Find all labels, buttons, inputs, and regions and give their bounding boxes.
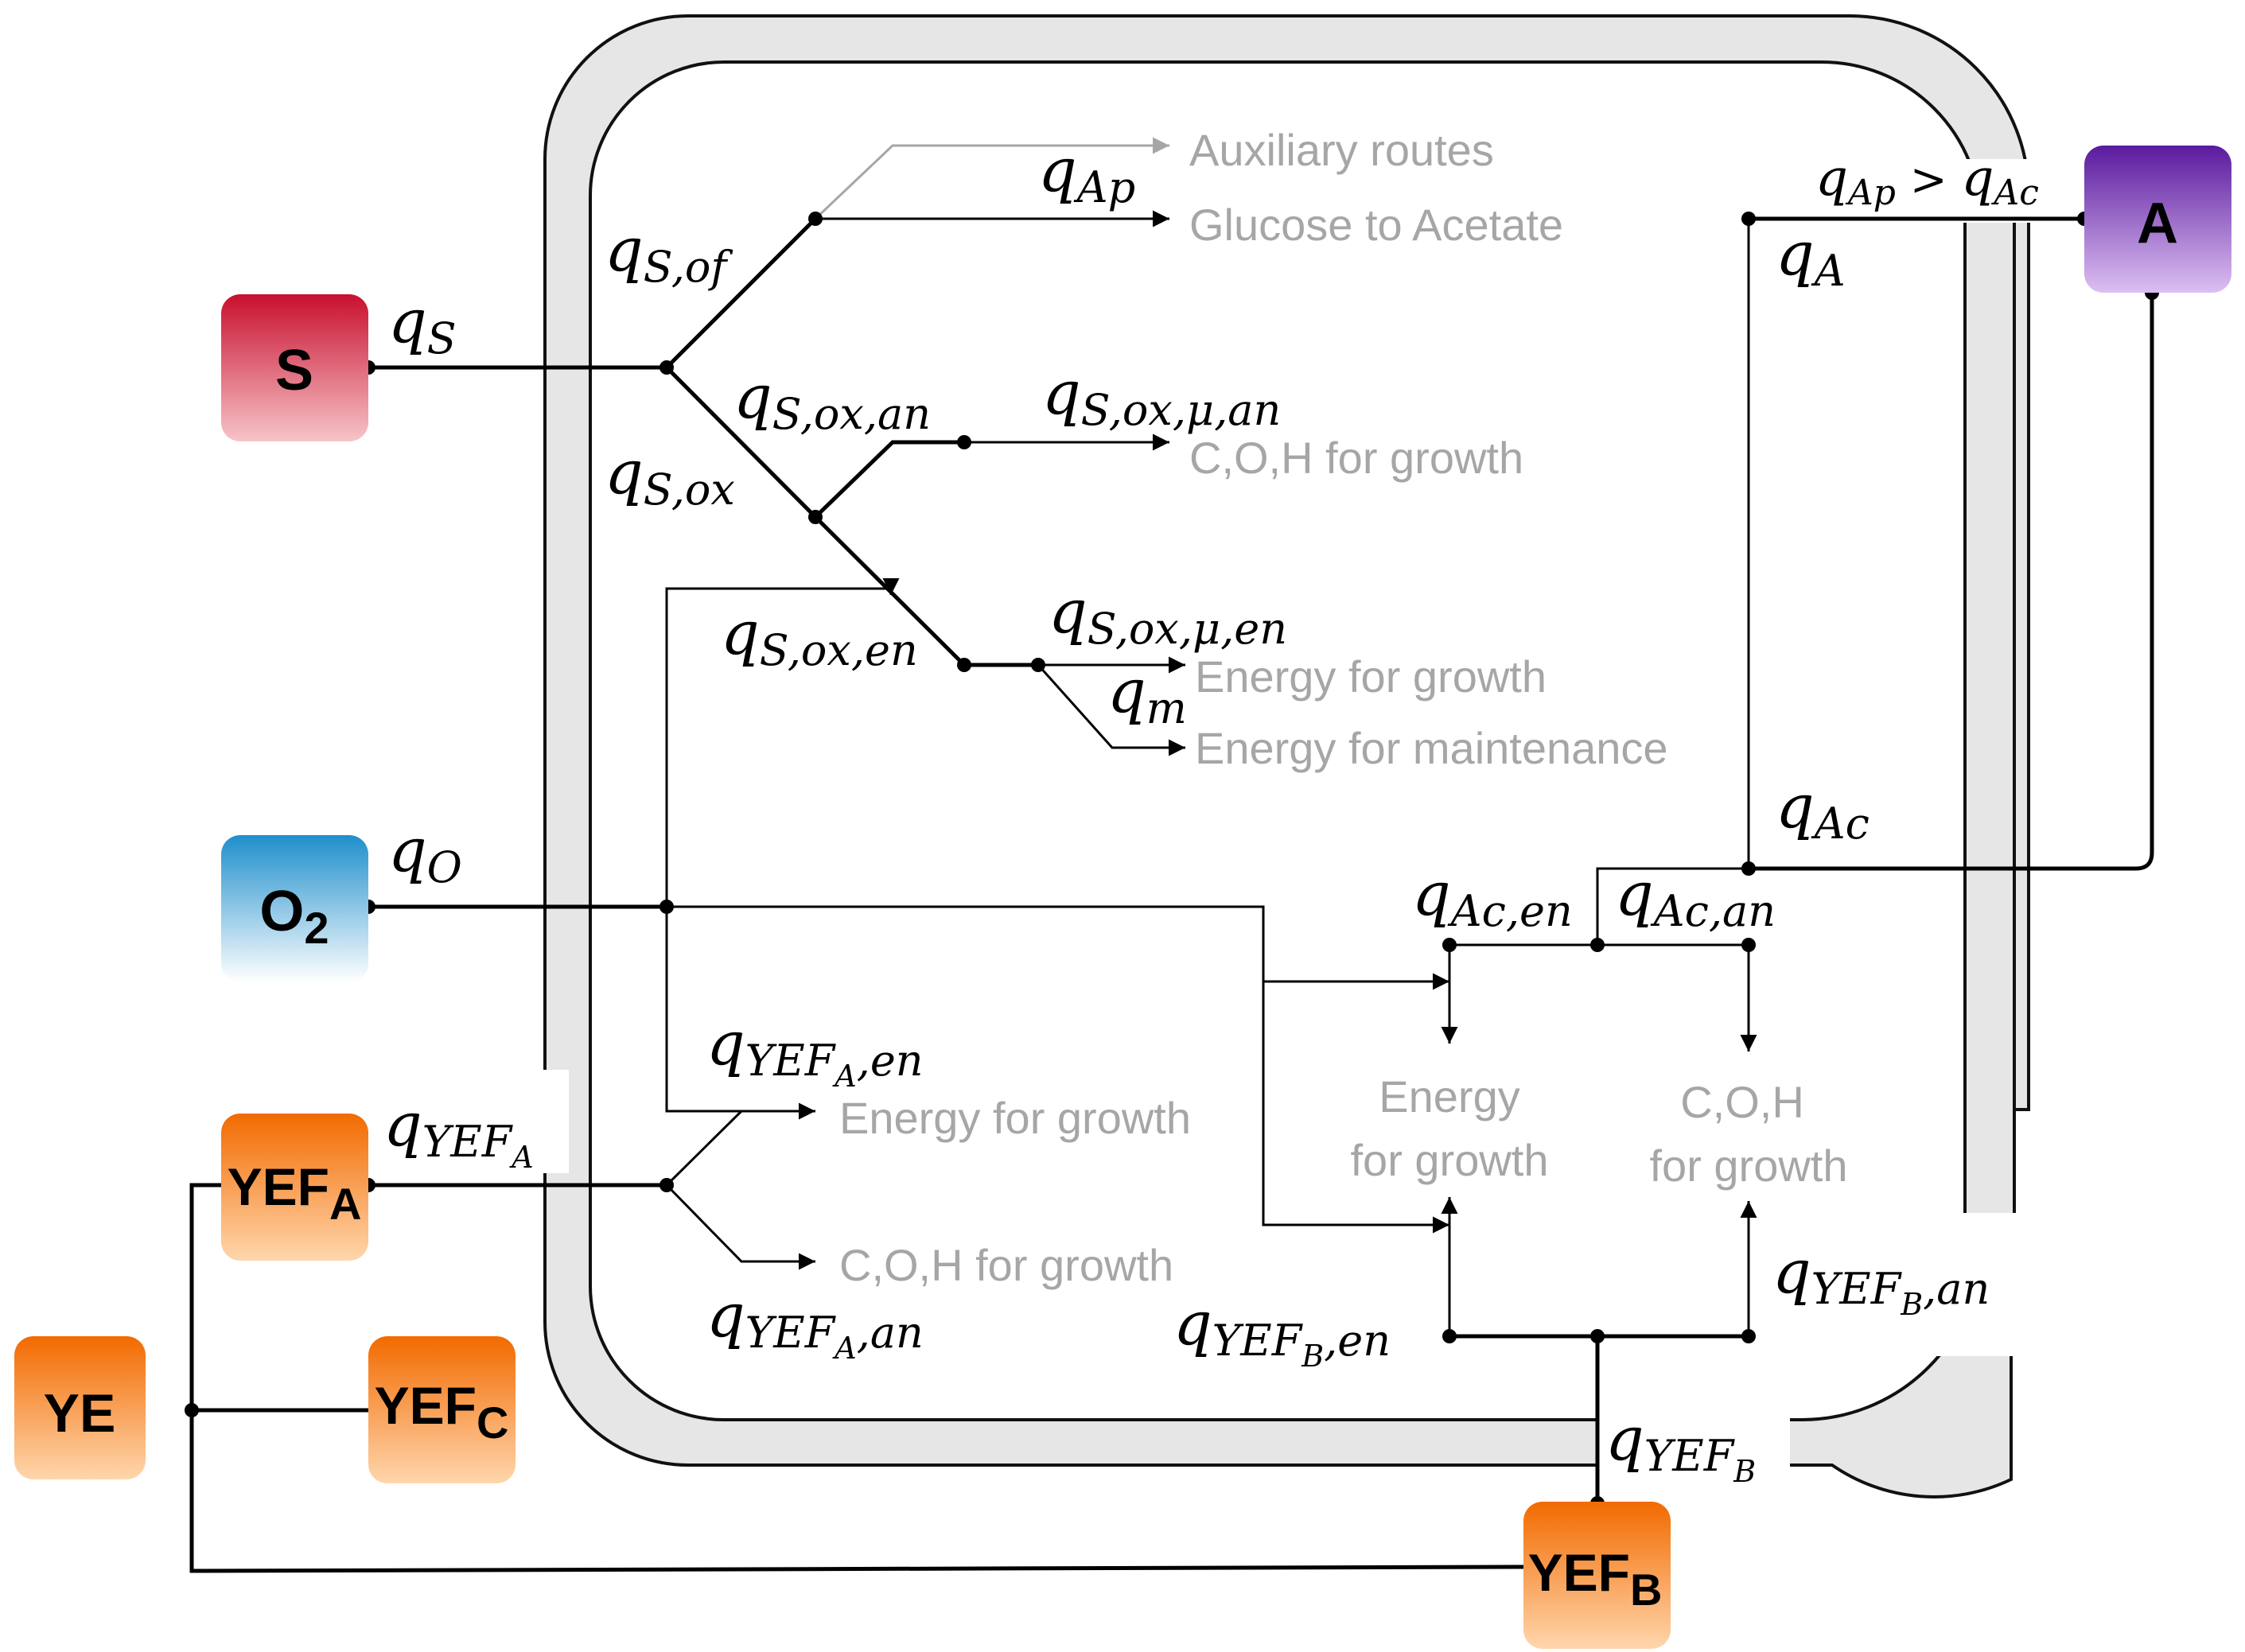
label-energy-growth-3-line2: for growth xyxy=(1351,1135,1549,1185)
rate-qsoxmuan: qS,ox,μ,an xyxy=(1042,357,1281,435)
label-glucose-acetate: Glucose to Acetate xyxy=(1189,200,1563,250)
label-coh-growth-3-line2: for growth xyxy=(1650,1141,1848,1191)
rate-qacan: qAc,an xyxy=(1615,858,1776,936)
svg-text:O2: O2 xyxy=(259,880,329,953)
line-qsox xyxy=(665,366,817,519)
line-qac-to-a xyxy=(1749,293,2154,871)
svg-text:YEFA: YEFA xyxy=(228,1157,362,1229)
arrow-auxiliary xyxy=(814,137,1169,220)
rate-qyefa: qYEFA xyxy=(383,1089,534,1175)
rate-qsoxen: qS,ox,en xyxy=(721,597,918,675)
label-mask-qap-qac xyxy=(1814,159,2045,223)
destination-labels: Auxiliary routes Glucose to Acetate C,O,… xyxy=(839,125,1848,1290)
rate-qacen: qAc,en xyxy=(1412,858,1573,936)
node-o2: O2 xyxy=(221,835,368,982)
line-qac-split xyxy=(1596,867,1749,945)
svg-text:YE: YE xyxy=(44,1383,116,1444)
rate-qyefben: qYEFB,en xyxy=(1173,1288,1391,1374)
auxiliary-line-group xyxy=(814,137,1169,220)
svg-text:S: S xyxy=(275,339,313,402)
line-qsof xyxy=(665,217,817,369)
label-energy-growth-1: Energy for growth xyxy=(1195,651,1547,702)
node-yefc: YEFC xyxy=(368,1336,516,1483)
label-coh-growth-3-line1: C,O,H xyxy=(1680,1077,1804,1127)
label-energy-maintenance: Energy for maintenance xyxy=(1195,723,1668,773)
arrow-o2-to-en xyxy=(665,578,900,907)
rate-qsof: qS,of xyxy=(605,214,733,292)
svg-text:A: A xyxy=(2137,192,2178,255)
rate-qa: qA xyxy=(1776,218,1846,296)
rate-qm: qm xyxy=(1107,655,1187,733)
label-energy-growth-3-line1: Energy xyxy=(1379,1071,1519,1121)
rate-qyefban: qYEFB,an xyxy=(1772,1236,1990,1322)
arrow-o2-to-energy-3-lower xyxy=(1262,981,1449,1234)
cell-membrane xyxy=(543,14,2030,1498)
rate-qac: qAc xyxy=(1776,771,1870,849)
label-energy-growth-2: Energy for growth xyxy=(839,1093,1191,1143)
rate-qs: qS xyxy=(388,286,457,363)
rate-qsox: qS,ox xyxy=(605,437,735,515)
rate-qap-gt-qac: qAp > qAc xyxy=(1815,149,2039,213)
rate-labels: qS qS,of qAp qS,ox qS,ox,an qS,ox,μ,an q… xyxy=(383,134,2039,1489)
label-mask-qyefban xyxy=(1762,1213,2037,1356)
rate-qyefaan: qYEFA,an xyxy=(706,1280,924,1366)
node-yefa: YEFA xyxy=(221,1114,368,1261)
node-yefb: YEFB xyxy=(1523,1502,1671,1649)
rate-qyefaen: qYEFA,en xyxy=(706,1008,924,1094)
thin-lines xyxy=(665,210,1757,1336)
label-coh-growth-1: C,O,H for growth xyxy=(1189,433,1523,483)
rate-qo: qO xyxy=(388,814,462,892)
membrane-inner xyxy=(589,60,1982,1421)
arrow-coh-growth-2 xyxy=(665,1184,815,1270)
rate-qsoxan: qS,ox,an xyxy=(733,361,931,439)
arrow-o2-to-energy-3 xyxy=(667,905,1449,990)
transporter-channel xyxy=(1965,215,2014,1217)
rate-qap: qAp xyxy=(1038,134,1135,212)
line-qsoxan xyxy=(814,440,964,519)
label-mask-qyefa xyxy=(374,1070,569,1173)
rate-qsoxmuen: qS,ox,μ,en xyxy=(1049,576,1287,654)
label-coh-growth-2: C,O,H for growth xyxy=(839,1240,1173,1290)
node-s: S xyxy=(221,294,368,441)
rate-qyefb: qYEFB xyxy=(1605,1403,1756,1489)
node-a: A xyxy=(2084,146,2231,293)
svg-text:YEFC: YEFC xyxy=(375,1376,509,1448)
label-mask-qyefb xyxy=(1599,1414,1790,1486)
node-ye: YE xyxy=(14,1336,146,1479)
svg-text:YEFB: YEFB xyxy=(1528,1543,1663,1615)
arrow-energy-maintenance xyxy=(1037,664,1185,756)
label-auxiliary: Auxiliary routes xyxy=(1189,125,1494,175)
